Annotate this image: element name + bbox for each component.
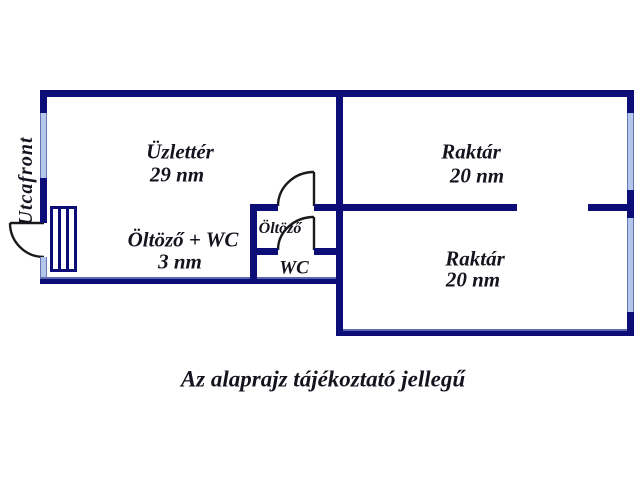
room-label-wc: WC bbox=[279, 257, 309, 279]
room-label-dressing-wc: Öltöző + WC bbox=[127, 227, 239, 252]
window-right-lower bbox=[627, 218, 634, 312]
wall-dressing-wc-divider-right bbox=[314, 248, 343, 255]
wall-left-mid bbox=[40, 178, 47, 223]
step-line bbox=[66, 209, 69, 269]
window-left-threshold bbox=[40, 257, 47, 284]
wall-dressing-top-left bbox=[250, 204, 278, 211]
wall-left-upper bbox=[40, 90, 47, 113]
wall-dressing-left bbox=[250, 204, 257, 284]
wall-right-lower bbox=[627, 312, 634, 336]
room-area-storage-bottom: 20 nm bbox=[445, 267, 501, 292]
wall-bottom-storage bbox=[336, 329, 634, 336]
entrance-steps-icon bbox=[50, 206, 77, 272]
window-right-upper bbox=[627, 113, 634, 190]
entrance-door-icon bbox=[8, 221, 45, 259]
wall-storage-divider-right bbox=[588, 204, 634, 211]
wall-dressing-wc-divider-left bbox=[250, 248, 278, 255]
wall-storage-divider-left bbox=[343, 204, 517, 211]
room-area-storage-top: 20 nm bbox=[449, 163, 505, 188]
wall-dressing-top-right bbox=[314, 204, 343, 211]
room-label-storage-top: Raktár bbox=[441, 139, 501, 164]
room-label-shop: Üzlettér bbox=[146, 139, 214, 164]
wall-bottom-left-section bbox=[40, 277, 343, 284]
wall-main-divider bbox=[336, 90, 343, 336]
wall-right-upper bbox=[627, 90, 634, 113]
disclaimer-caption: Az alaprajz tájékoztató jellegű bbox=[180, 366, 466, 392]
room-label-storage-bottom: Raktár bbox=[445, 246, 505, 271]
room-label-dressing: Öltöző bbox=[258, 220, 302, 237]
window-left bbox=[40, 113, 47, 178]
street-front-label: Utcafront bbox=[15, 136, 37, 226]
step-line bbox=[58, 209, 61, 269]
room-area-shop: 29 nm bbox=[149, 162, 205, 187]
dressing-door-icon bbox=[276, 170, 316, 207]
room-area-dressing-wc: 3 nm bbox=[158, 249, 202, 274]
